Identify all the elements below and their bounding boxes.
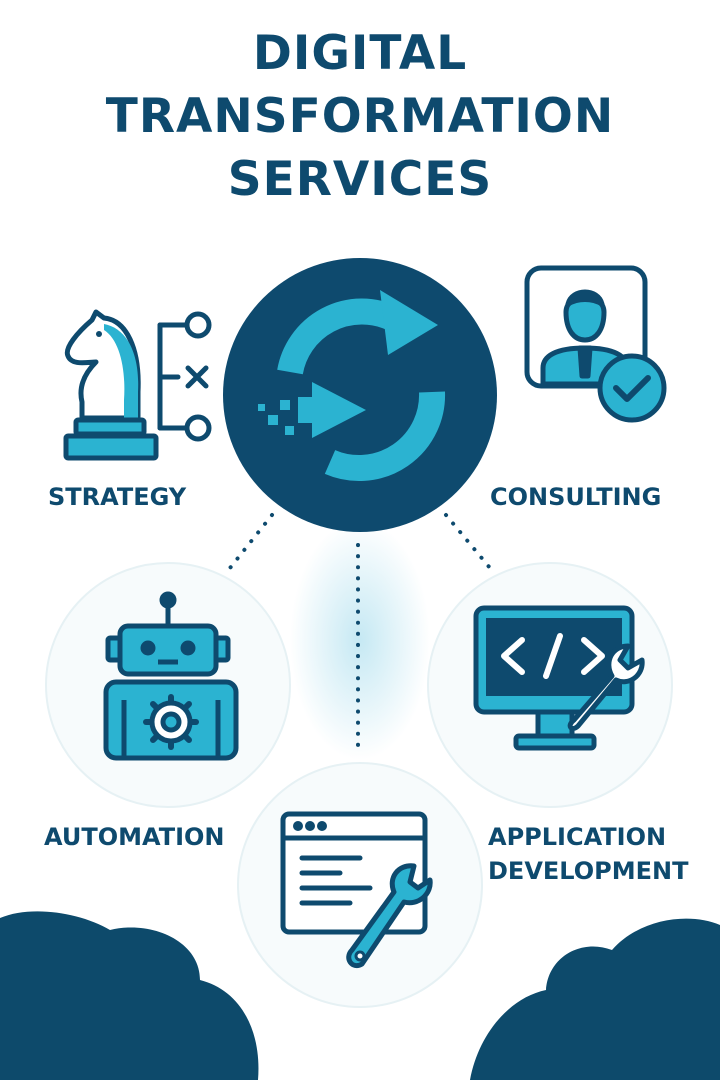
- app-label-line-1: APPLICATION: [488, 823, 667, 851]
- robot-gear-icon: [103, 591, 239, 761]
- monitor-code-wrench-icon: [473, 605, 645, 751]
- browser-code-wrench-icon: [280, 811, 433, 968]
- connector-right: [444, 513, 492, 570]
- chess-knight-icon: [63, 309, 212, 461]
- connector-left: [228, 513, 274, 570]
- page-title: DIGITAL TRANSFORMATION SERVICES: [0, 22, 720, 211]
- consultant-check-icon: [524, 265, 667, 423]
- strategy-label: STRATEGY: [48, 483, 187, 511]
- automation-label: AUTOMATION: [44, 823, 225, 851]
- app-label-line-2: DEVELOPMENT: [488, 857, 689, 885]
- title-line-2: TRANSFORMATION: [105, 89, 615, 144]
- consulting-label: CONSULTING: [490, 483, 662, 511]
- title-line-3: SERVICES: [227, 152, 493, 207]
- center-glow: [290, 520, 430, 760]
- cloud-icon: [0, 911, 720, 1080]
- application-development-label: APPLICATION DEVELOPMENT: [488, 820, 688, 888]
- title-line-1: DIGITAL: [252, 26, 468, 81]
- refresh-arrows-icon: [223, 258, 497, 532]
- connector-lines: [228, 513, 492, 754]
